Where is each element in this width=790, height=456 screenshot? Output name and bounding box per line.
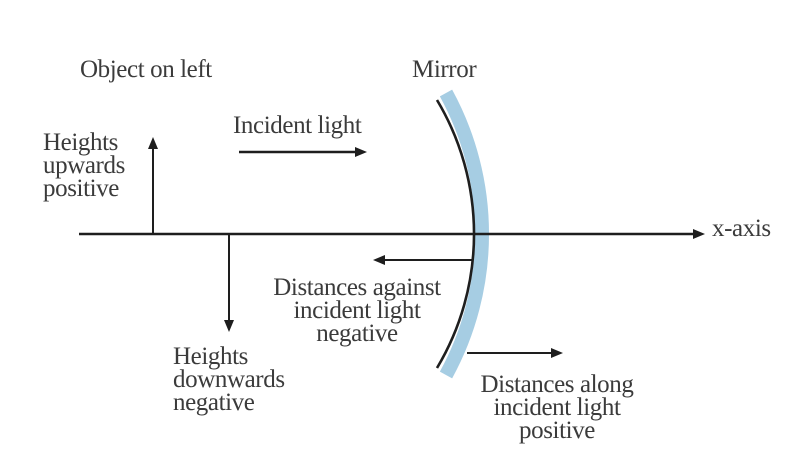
object-on-left-label: Object on left [80, 56, 212, 83]
distances-against-label: Distances against incident light negativ… [273, 274, 441, 347]
x-axis-label: x-axis [712, 215, 771, 242]
heights-downwards-label: Heights downwards negative [173, 343, 285, 416]
incident-light-label: Incident light [233, 112, 362, 139]
mirror-label: Mirror [412, 56, 477, 83]
heights-upwards-label: Heights upwards positive [43, 129, 125, 202]
distances-along-label: Distances along incident light positive [480, 371, 634, 444]
